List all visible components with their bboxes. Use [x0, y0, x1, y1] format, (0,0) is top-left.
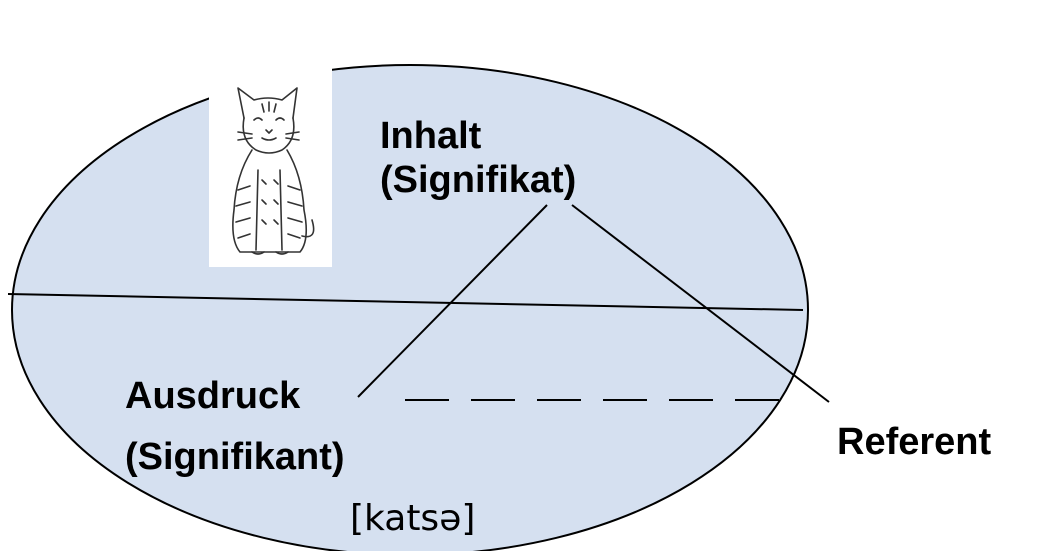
divider-line [7, 293, 804, 311]
expression-label-line2: (Signifikant) [125, 436, 345, 478]
signified-to-signifier-line [357, 204, 548, 398]
kitten-drawing-icon [209, 68, 332, 267]
signified-to-referent-line [571, 204, 830, 403]
phonetic-transcription: [katsə] [350, 498, 475, 539]
expression-label-line1: Ausdruck [125, 375, 301, 417]
content-label-line1: Inhalt [380, 115, 482, 157]
content-label-line2: (Signifikat) [380, 159, 576, 201]
referent-label: Referent [837, 421, 991, 463]
